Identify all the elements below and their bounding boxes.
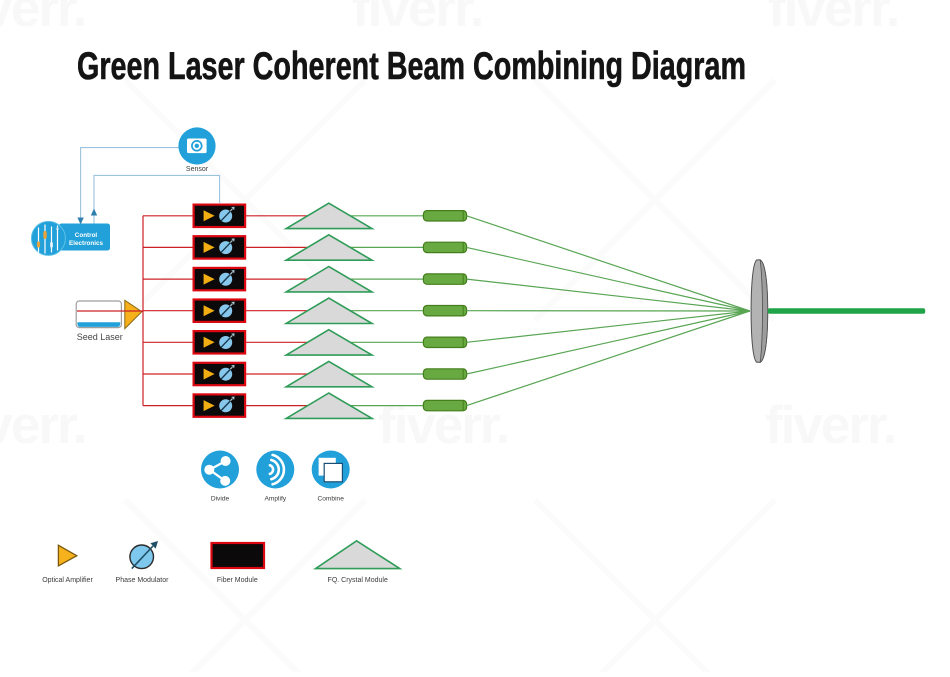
svg-text:Fiber Module: Fiber Module: [217, 577, 258, 584]
svg-text:Seed Laser: Seed Laser: [77, 332, 123, 342]
svg-text:Amplify: Amplify: [264, 496, 286, 503]
svg-text:Combine: Combine: [318, 496, 345, 503]
svg-text:fiverr.: fiverr.: [0, 396, 85, 455]
svg-text:fiverr.: fiverr.: [0, 0, 85, 38]
svg-text:Green Laser Coherent Beam Comb: Green Laser Coherent Beam Combining Diag…: [77, 45, 746, 88]
svg-text:fiverr.: fiverr.: [352, 0, 482, 38]
svg-text:Sensor: Sensor: [186, 166, 209, 173]
svg-text:FQ. Crystal Module: FQ. Crystal Module: [328, 577, 388, 584]
svg-text:Phase Modulator: Phase Modulator: [116, 577, 170, 584]
svg-text:Optical Amplifier: Optical Amplifier: [42, 577, 93, 584]
svg-text:Divide: Divide: [211, 496, 230, 503]
svg-text:fiverr.: fiverr.: [765, 396, 895, 455]
svg-text:Electronics: Electronics: [69, 240, 103, 247]
svg-text:Control: Control: [75, 232, 98, 239]
svg-text:fiverr.: fiverr.: [768, 0, 898, 38]
